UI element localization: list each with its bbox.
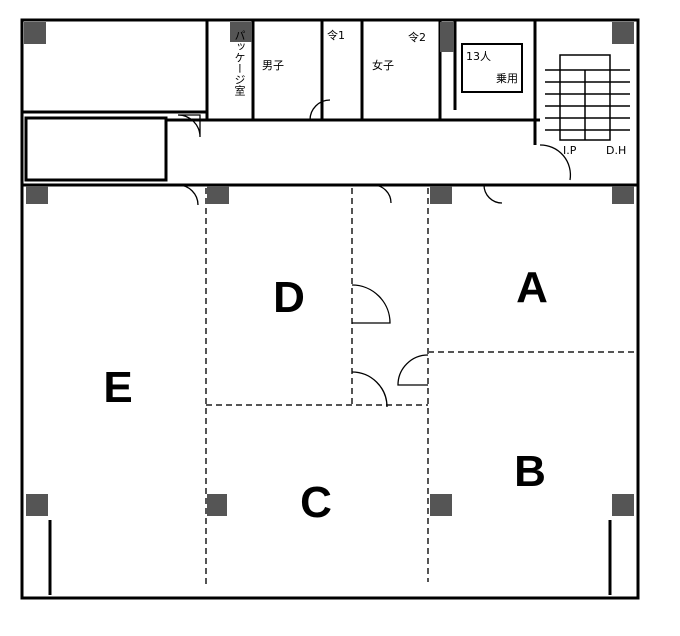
stairs [545, 54, 630, 141]
ip-label: I.P [563, 144, 577, 157]
package-room-label: パッケージ室 [233, 30, 246, 96]
unit-d-label: D [273, 273, 305, 322]
pantry-2-label: 令2 [408, 31, 426, 44]
columns [24, 22, 634, 516]
unit-b-label: B [514, 447, 546, 496]
pantry-1-label: 令1 [327, 29, 345, 42]
dh-label: D.H [606, 144, 627, 157]
womens-wc-label: 女子 [372, 59, 394, 72]
elevator-type: 乗用 [496, 72, 518, 85]
mens-wc-label: 男子 [262, 59, 284, 72]
left-storage [24, 116, 168, 182]
tenant-partitions [205, 188, 636, 585]
top-left-room [20, 18, 209, 114]
unit-c-label: C [300, 478, 332, 527]
elevator: 13人 乗用 [461, 43, 523, 93]
door-swings [177, 99, 572, 408]
unit-a-label: A [516, 263, 548, 312]
unit-e-label: E [103, 363, 133, 412]
outer-wall [20, 18, 640, 600]
elevator-capacity: 13人 [466, 50, 491, 63]
